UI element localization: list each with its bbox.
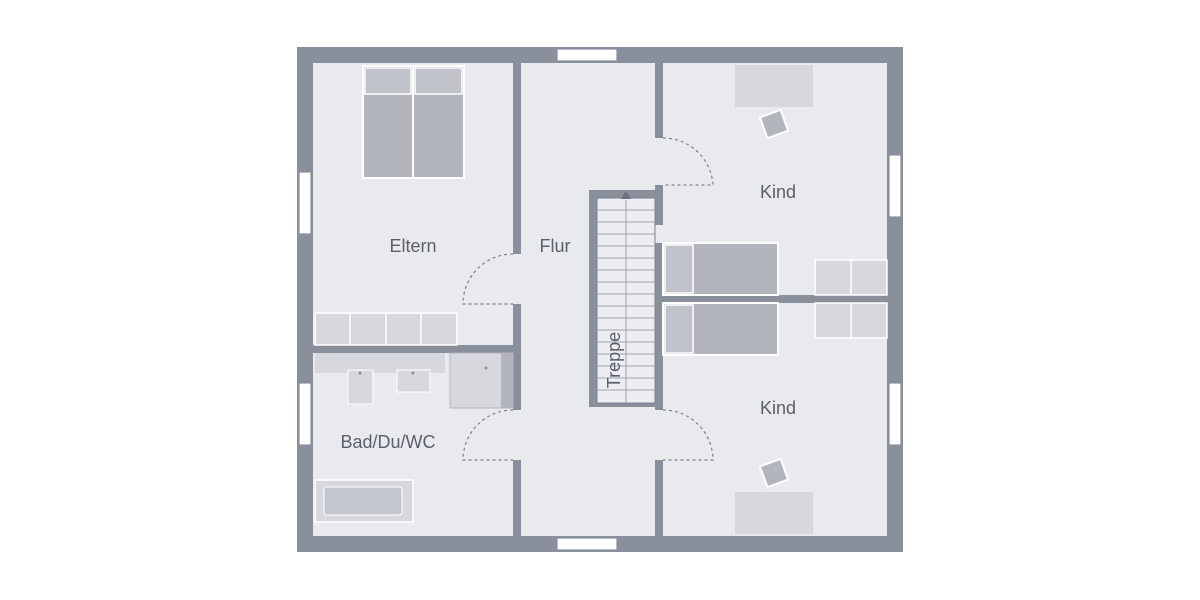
chair-bottom [758, 457, 790, 489]
window-right-upper [888, 154, 902, 218]
bed-top-pillow [664, 244, 694, 294]
room-label-eltern: Eltern [389, 236, 436, 256]
eltern-furniture [314, 65, 465, 346]
bad-furniture [314, 352, 514, 523]
sink-right [396, 369, 431, 393]
pillow-right [414, 67, 463, 95]
desk-bottom [735, 492, 813, 534]
pillow-left [364, 67, 412, 95]
bathtub-inner [323, 486, 403, 516]
windows [298, 48, 902, 551]
bed-bottom-pillow [664, 304, 694, 354]
wall-eltern-flur-upper [513, 63, 521, 254]
window-right-lower [888, 382, 902, 446]
wall-kind-flur-midlower [655, 243, 663, 410]
kind-top-furniture [662, 65, 888, 296]
room-label-bad: Bad/Du/WC [340, 432, 435, 452]
stair-label: Treppe [604, 332, 624, 388]
arrow-up-icon [621, 191, 631, 199]
window-left-lower [298, 382, 312, 446]
sink-left [347, 369, 374, 405]
window-left-upper [298, 171, 312, 235]
wall-kind-flur-top [655, 63, 663, 138]
room-label-kind-top: Kind [760, 182, 796, 202]
window-bottom [556, 537, 618, 551]
interior-walls [313, 63, 887, 536]
door-bad [462, 409, 514, 461]
door-kind-bottom [662, 409, 714, 461]
wall-kind-flur-bottom [655, 460, 663, 536]
shower-wall [501, 353, 513, 408]
kind-bottom-furniture [662, 302, 888, 534]
room-label-kind-bottom: Kind [760, 398, 796, 418]
window-top [556, 48, 618, 62]
room-label-flur: Flur [540, 236, 571, 256]
vanity-counter [315, 353, 445, 373]
doors [462, 137, 714, 461]
wall-eltern-flur-lower [513, 304, 521, 410]
staircase [589, 190, 656, 407]
wall-eltern-bad [313, 345, 513, 353]
wall-kind-kind [663, 295, 887, 303]
door-eltern [462, 253, 514, 305]
wall-bad-flur-lower [513, 460, 521, 536]
desk-top [735, 65, 813, 107]
chair-top [758, 108, 790, 140]
wall-kind-flur-mid [655, 185, 663, 225]
